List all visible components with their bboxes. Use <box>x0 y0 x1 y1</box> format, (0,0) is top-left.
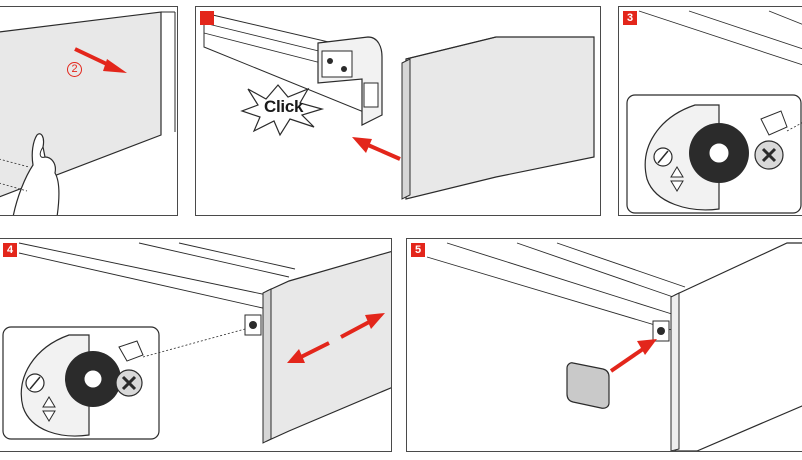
cabinet-line <box>426 256 676 332</box>
hand-finger-line <box>39 146 46 158</box>
insert-arrow <box>367 143 401 161</box>
down-arrow-icon <box>42 410 56 422</box>
drawer-front-side <box>401 58 411 200</box>
drawer-front-edge <box>405 36 497 60</box>
guide-line <box>786 122 802 132</box>
step-2-badge <box>200 11 214 25</box>
drawer-front-panel <box>674 242 802 451</box>
click-burst <box>240 84 325 137</box>
cabinet-line <box>178 242 296 270</box>
guide-line <box>142 328 246 358</box>
drawer-front <box>0 11 162 198</box>
click-label: Click <box>264 97 304 116</box>
step-2-panel: Click <box>195 6 601 216</box>
guide-line <box>0 158 30 168</box>
cabinet-line <box>446 242 676 316</box>
step-1-illustration <box>0 11 176 215</box>
hook-icon <box>760 110 788 136</box>
lateral-arrow-right-head <box>365 313 385 329</box>
cabinet-line <box>138 242 290 278</box>
runner-line <box>638 10 802 66</box>
down-arrow-icon <box>670 180 684 192</box>
lateral-arrow-left-head <box>287 349 305 363</box>
cabinet-line <box>516 242 680 300</box>
hand-drawing <box>12 133 60 215</box>
lateral-arrow-left <box>300 341 330 359</box>
adjustment-dial-center <box>83 369 103 389</box>
height-adjust-slot <box>657 150 669 164</box>
bracket-hook <box>363 82 379 108</box>
step-3-illustration <box>626 10 802 214</box>
bracket-screw <box>327 58 333 64</box>
cap-insert-arrow <box>609 347 645 373</box>
push-arrow-head <box>103 59 127 73</box>
drawer-front-panel <box>266 250 391 442</box>
drawer-front-side <box>262 288 272 444</box>
phillips-cross <box>121 375 137 391</box>
step-5-badge: 5 <box>411 243 425 257</box>
cover-cap <box>566 362 610 409</box>
cabinet-line <box>18 242 268 296</box>
cabinet-line <box>18 252 268 310</box>
adjuster-mount-screw <box>249 321 257 329</box>
cap-insert-arrow-head <box>637 339 657 355</box>
step-4-illustration <box>2 242 391 444</box>
drawer-front-panel <box>405 36 595 200</box>
bracket-adjuster <box>321 50 353 78</box>
cabinet-line <box>556 242 686 288</box>
step-4-panel: 4 <box>0 238 392 452</box>
adjuster-mount-screw <box>657 327 665 335</box>
step-2-illustration <box>203 12 595 200</box>
adjustment-dial-center <box>708 142 730 164</box>
height-adjust-slot <box>29 376 41 390</box>
step-3-badge: 3 <box>623 11 637 25</box>
step-4-badge: 4 <box>3 243 17 257</box>
step-5-panel: 5 <box>406 238 802 452</box>
lateral-arrow-right <box>340 319 372 339</box>
guide-line <box>0 182 28 192</box>
adjuster-housing <box>20 334 90 437</box>
up-arrow-icon <box>42 396 56 408</box>
phillips-cross <box>761 147 777 163</box>
bracket-screw <box>341 66 347 72</box>
step-5-illustration <box>426 242 802 451</box>
insert-arrow-head <box>352 137 372 153</box>
hook-icon <box>118 340 144 362</box>
step-1-callout-number: 2 <box>67 62 82 77</box>
step-1-panel: 2 <box>0 6 178 216</box>
drawer-front-side <box>670 292 680 451</box>
up-arrow-icon <box>670 166 684 178</box>
runner-line <box>768 10 802 25</box>
runner-line <box>688 10 802 50</box>
step-3-panel: 3 <box>618 6 802 216</box>
